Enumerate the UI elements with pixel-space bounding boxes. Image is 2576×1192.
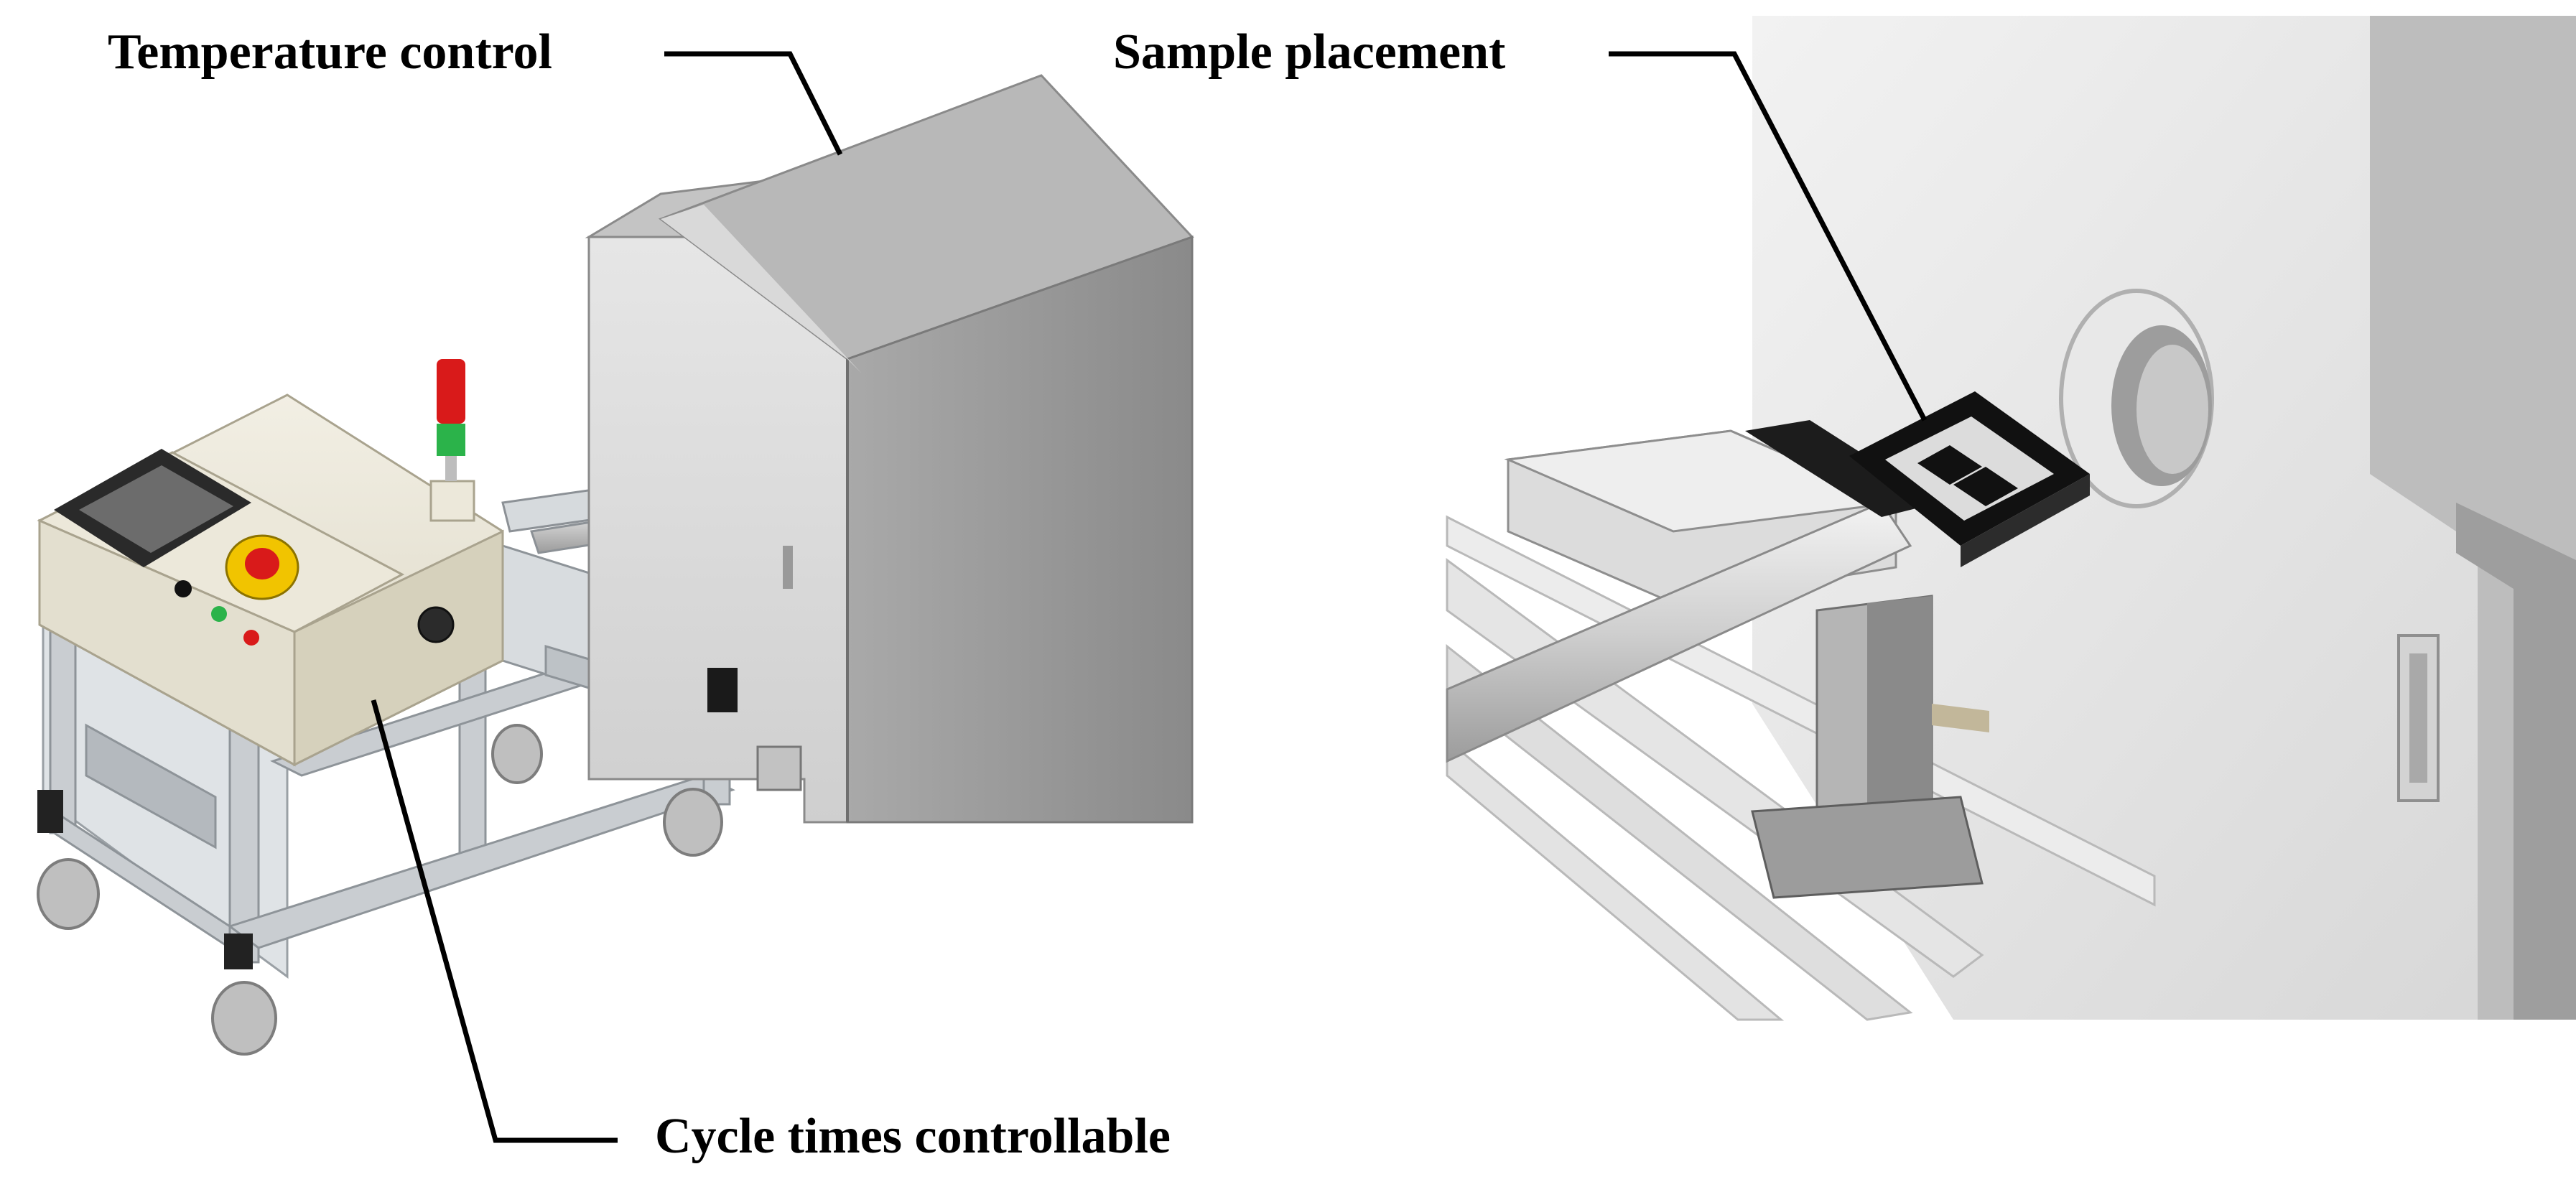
red-indicator-lamp (243, 630, 259, 646)
leader-temperature-control (664, 51, 843, 156)
caster-wheel-icon (37, 724, 723, 1056)
emergency-stop-icon (225, 534, 299, 600)
label-temperature-control: Temperature control (108, 24, 552, 80)
label-sample-placement: Sample placement (1113, 24, 1506, 80)
signal-tower-icon (429, 359, 475, 522)
machine-overview (37, 74, 1194, 1056)
sample-holder-large (1849, 391, 2090, 567)
actuator-block (707, 668, 738, 712)
label-cycle-times-controllable: Cycle times controllable (655, 1109, 1171, 1164)
leader-sample-placement (1609, 51, 1928, 422)
oven-chamber (585, 74, 1194, 824)
green-indicator-lamp (211, 606, 227, 622)
leader-cycle-times (371, 699, 618, 1143)
leader-lines (371, 51, 1928, 1143)
key-switch (175, 580, 192, 597)
touchscreen-panel-icon (54, 449, 251, 567)
sample-placement-detail (1446, 16, 2576, 1021)
